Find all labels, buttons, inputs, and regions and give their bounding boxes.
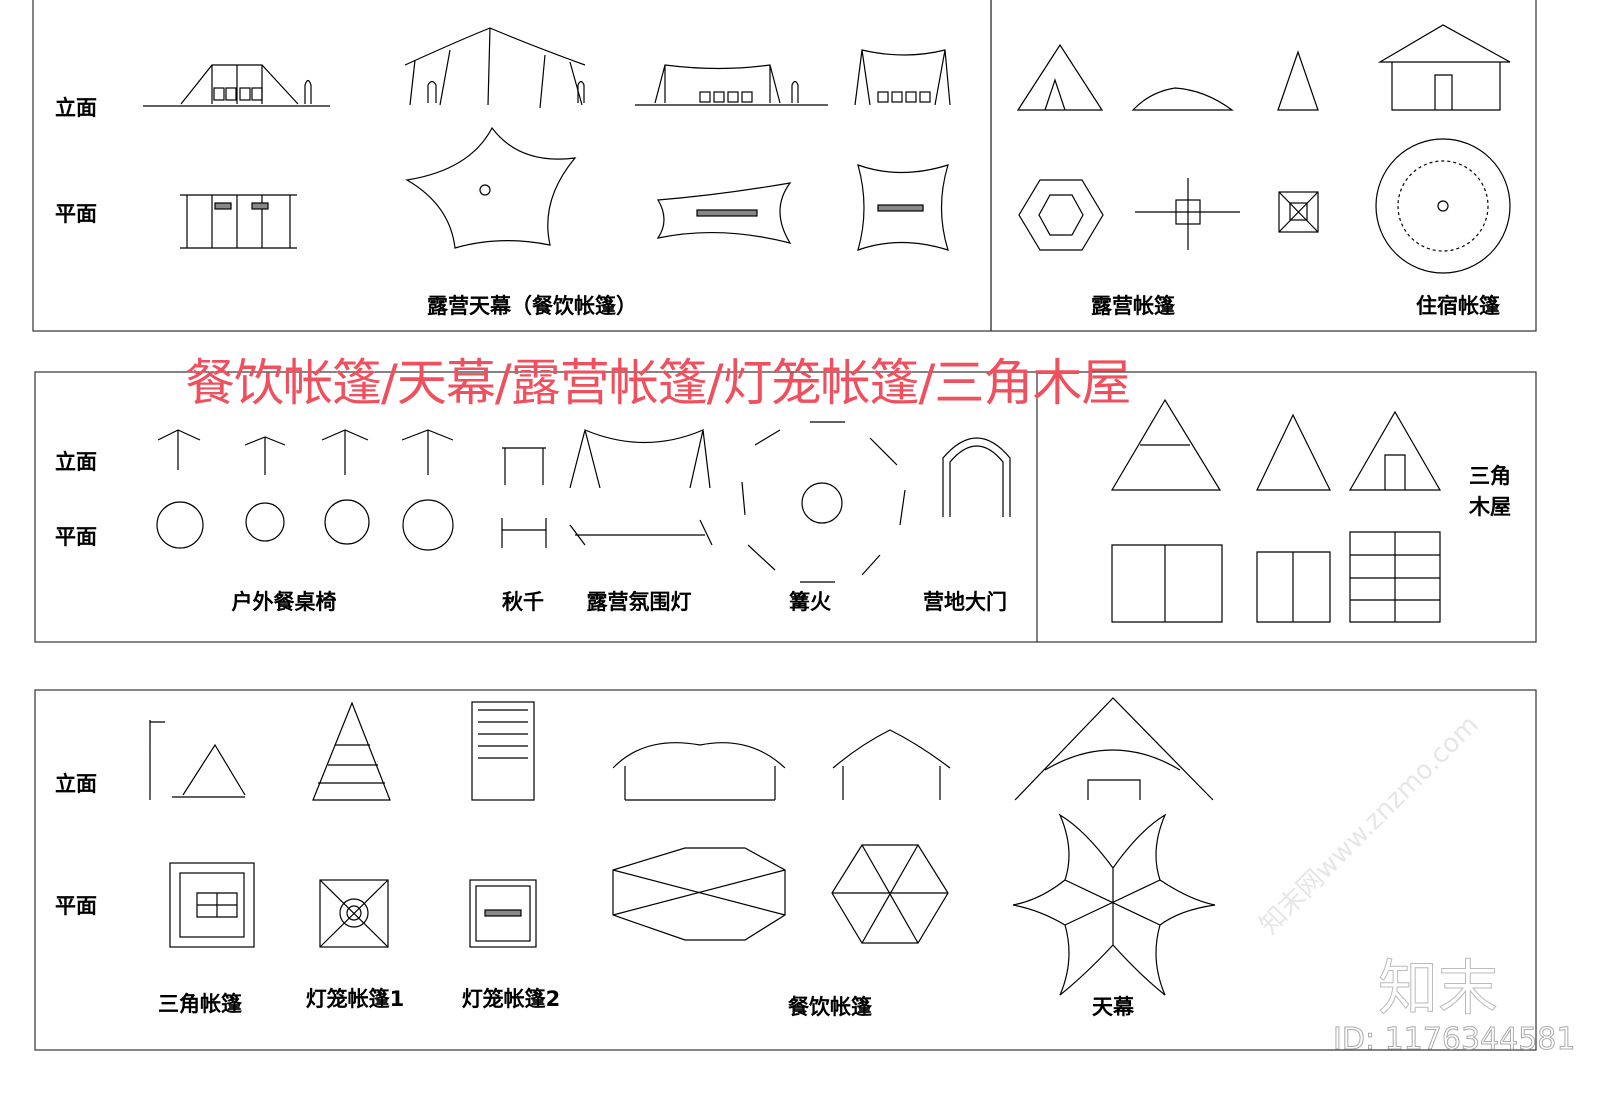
dining-tent-elevation: [612, 729, 951, 801]
dining-tent-plan: [612, 844, 949, 944]
panel3-elevation-label: 立面: [55, 450, 97, 474]
string-lights: [569, 428, 713, 546]
lantern-tent-1-plan: [319, 879, 389, 948]
panel-frame-lantern: [34, 689, 1537, 1051]
tipi-plan: [1018, 179, 1104, 251]
bonfire: [741, 421, 906, 583]
panel4-plan-label: 平面: [55, 894, 97, 918]
sky-canopy-caption: 天幕: [1092, 995, 1134, 1019]
panel1-plan-label: 平面: [55, 202, 97, 226]
canopy-elevation-2: [404, 27, 586, 109]
sky-canopy-plan: [1012, 813, 1216, 996]
lantern-tent-2-plan: [469, 879, 537, 948]
sky-canopy-elevation: [1014, 697, 1214, 801]
bonfire-caption: 篝火: [789, 590, 831, 614]
panel4-elevation-label: 立面: [55, 772, 97, 796]
camp-gate-caption: 营地大门: [923, 590, 1007, 614]
a-frame-caption-line2: 木屋: [1469, 495, 1511, 519]
dome-tent-plan: [1135, 178, 1240, 250]
panel-frame-canopy: [32, 0, 992, 332]
panel3-plan-label: 平面: [55, 525, 97, 549]
lantern-tent-1-caption: 灯笼帐篷1: [305, 987, 405, 1011]
lantern-tent-2-caption: 灯笼帐篷2: [461, 987, 561, 1011]
canopy-elevation-4: [854, 49, 951, 106]
canopy-elevation-3: [635, 64, 828, 106]
panel-frame-tents: [990, 0, 1537, 332]
lantern-tent-1-elevation: [312, 701, 391, 801]
canopy-plan-3: [656, 182, 792, 244]
camp-gate: [942, 437, 1011, 517]
yurt-elevation: [1377, 24, 1511, 111]
swing-caption: 秋千: [502, 590, 544, 614]
small-tipi-plan: [1278, 191, 1319, 233]
dining-tent-caption: 餐饮帐篷: [788, 995, 872, 1019]
string-lights-caption: 露营氛围灯: [586, 590, 692, 614]
camping-tent-caption: 露营帐篷: [1091, 294, 1175, 318]
triangle-tent-plan: [169, 862, 255, 948]
tipi-elevation: [1016, 43, 1104, 111]
canopy-plan-2: [405, 126, 577, 249]
lantern-tent-2-elevation: [471, 701, 535, 801]
swing: [501, 447, 547, 548]
triangle-tent-caption: 三角帐篷: [158, 992, 242, 1016]
canopy-plan-4: [857, 164, 949, 251]
yurt-plan: [1375, 138, 1511, 274]
triangle-tent-elevation: [149, 720, 246, 800]
umbrella-tables-elevation: [157, 429, 454, 475]
a-frame-cabins: [1110, 398, 1442, 623]
panel-frame-furniture: [34, 371, 1537, 643]
panel1-caption: 露营天幕（餐饮帐篷）: [427, 294, 637, 318]
dome-tent-elevation: [1131, 87, 1234, 111]
outdoor-dining-caption: 户外餐桌椅: [231, 590, 337, 614]
a-frame-caption-line1: 三角: [1469, 464, 1511, 488]
page-title: 餐饮帐篷/天幕/露营帐篷/灯笼帐篷/三角木屋: [185, 354, 1131, 412]
panel1-elevation-label: 立面: [55, 96, 97, 120]
umbrella-tables-plan: [156, 499, 454, 551]
small-tipi-elevation: [1277, 50, 1319, 111]
watermark-logo: 知末: [1378, 954, 1499, 1025]
watermark-id: ID: 1176344581: [1332, 1022, 1576, 1058]
lodging-tent-caption: 住宿帐篷: [1416, 294, 1500, 318]
canopy-plan-1: [180, 194, 297, 249]
canopy-elevation-1: [143, 64, 330, 107]
